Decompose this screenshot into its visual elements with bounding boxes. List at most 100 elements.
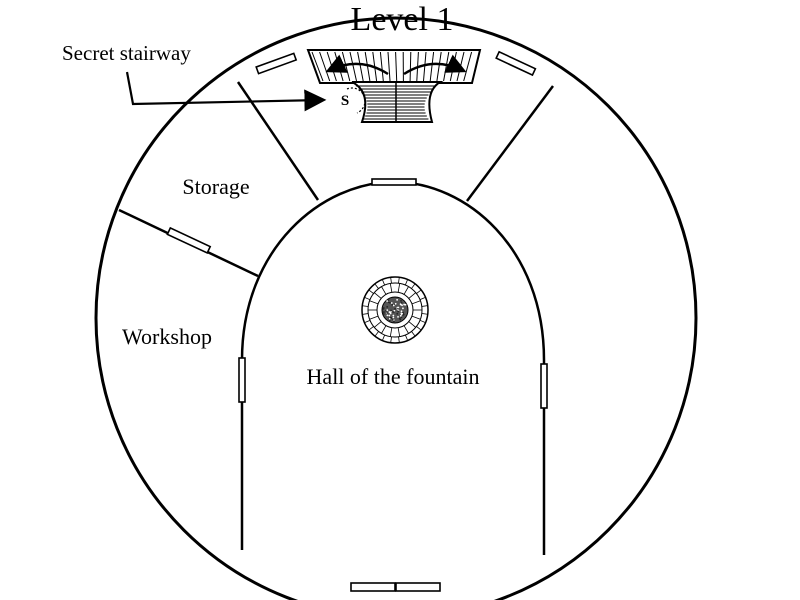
- fountain-water-speckle: [388, 317, 391, 320]
- stair-tread: [387, 51, 391, 82]
- fountain-brick-joint: [374, 321, 382, 328]
- fountain-water-speckle: [393, 320, 395, 323]
- fountain-brick-joint: [369, 315, 379, 320]
- fountain-rim-joint: [390, 336, 392, 343]
- stair-tread: [436, 51, 442, 82]
- fountain-water-speckle: [390, 317, 393, 319]
- fountain-water-speckle: [388, 319, 391, 322]
- stair-arrow-left: [325, 54, 389, 76]
- fountain-water-speckle: [399, 314, 402, 317]
- fountain-water-speckle: [400, 301, 403, 304]
- fountain-rim-joint: [374, 331, 379, 337]
- fountain-water-speckle: [400, 310, 403, 313]
- stair-tread: [423, 51, 427, 82]
- secret-stairway-label: Secret stairway: [62, 41, 191, 65]
- wall-east-room: [465, 85, 555, 202]
- stair-tread: [463, 51, 473, 82]
- outer-wall: [94, 16, 698, 600]
- fountain-rim-joint: [382, 334, 386, 341]
- fountain-rim-joint: [362, 305, 369, 307]
- fountain-rim-joint: [368, 289, 374, 294]
- fountain-brick-joint: [397, 283, 401, 293]
- fountain-water-speckle: [401, 312, 403, 315]
- fountain-water-speckle: [392, 316, 395, 319]
- fountain-water-speckle: [397, 315, 399, 318]
- fountain-water-speckle: [391, 303, 394, 306]
- fountain-water-speckle: [392, 311, 395, 313]
- fountain-brick-joint: [403, 325, 409, 334]
- fountain-rim-joint: [421, 313, 428, 315]
- fountain-water-speckle: [392, 314, 395, 317]
- fountain-rim-joint: [364, 297, 371, 301]
- door-south-right: [395, 582, 441, 592]
- fountain-water-speckle: [386, 305, 389, 308]
- fountain-brick-joint: [389, 327, 393, 337]
- door-south-left: [350, 582, 396, 592]
- fountain-water-speckle: [390, 309, 392, 312]
- fountain-water-speckle: [394, 307, 396, 310]
- secret-stair-arc: [346, 87, 366, 114]
- fountain-water-speckle: [386, 309, 389, 312]
- fountain-water-speckle: [388, 314, 391, 317]
- door-top-right: [495, 50, 537, 77]
- fountain-rim-joint: [368, 326, 374, 331]
- fountain-rim-joint: [374, 283, 379, 289]
- door-hall-west: [238, 357, 246, 403]
- fountain-brick-joint: [389, 283, 393, 293]
- fountain-rim-joint: [404, 279, 408, 286]
- fountain-water-speckle: [382, 313, 385, 315]
- fountain-rim-joint: [416, 289, 422, 294]
- stair-tread: [357, 51, 364, 82]
- fountain-rim-joint: [411, 283, 416, 289]
- fountain-water-speckle: [386, 314, 389, 317]
- fountain-water-speckle: [394, 302, 397, 305]
- fountain-brick-joint: [369, 300, 379, 305]
- fountain-water-speckle: [392, 304, 395, 307]
- fountain-rim-joint: [421, 305, 428, 307]
- grand-stairway: [306, 49, 482, 123]
- fountain-water-speckle: [402, 307, 404, 310]
- fountain-brick-joint: [408, 292, 416, 299]
- door-hall-east: [540, 363, 548, 409]
- fountain-water-speckle: [386, 312, 389, 314]
- fountain-water-speckle: [397, 306, 400, 309]
- fountain-water-speckle: [402, 313, 405, 316]
- fountain-rim-joint: [362, 313, 369, 315]
- fountain-brick-joint: [411, 315, 421, 320]
- stair-tread: [364, 51, 371, 82]
- fountain-water-speckle: [387, 299, 390, 301]
- stair-tread: [319, 51, 331, 82]
- fountain-water-speckle: [389, 312, 392, 315]
- fountain-water-speckle: [387, 301, 390, 304]
- door-hall-top: [371, 178, 417, 186]
- door-top-left: [255, 52, 298, 75]
- stair-tread: [349, 51, 357, 82]
- fountain-water-speckle: [397, 310, 400, 313]
- fountain: [361, 276, 429, 344]
- stair-arrow-right: [403, 54, 467, 76]
- fountain-rim-joint: [364, 319, 371, 324]
- fountain-water-speckle: [388, 301, 391, 304]
- fountain-water-speckle: [386, 300, 389, 302]
- fountain-water-speckle: [396, 312, 399, 315]
- fountain-brick-joint: [381, 286, 387, 295]
- fountain-brick-joint: [403, 286, 409, 295]
- secret-stairway-arrow: [125, 71, 327, 112]
- fountain-brick-joint: [408, 321, 416, 328]
- fountain-water-speckle: [403, 303, 406, 306]
- fountain-rim-joint: [390, 277, 392, 284]
- fountain-water-speckle: [383, 311, 385, 313]
- room-label-storage: Storage: [182, 174, 249, 199]
- fountain-rim-joint: [404, 334, 409, 341]
- fountain-rim-joint: [398, 336, 400, 343]
- fountain-water-speckle: [393, 309, 396, 312]
- fountain-rim-joint: [416, 326, 422, 331]
- fountain-water-speckle: [390, 302, 393, 304]
- fountain-brick-joint: [397, 327, 401, 337]
- fountain-rim-joint: [419, 319, 426, 323]
- fountain-water-speckle: [400, 316, 403, 319]
- room-label-hall: Hall of the fountain: [307, 364, 480, 389]
- fountain-rim-joint: [398, 277, 400, 284]
- fountain-water-speckle: [398, 317, 401, 320]
- room-label-workshop: Workshop: [122, 324, 212, 349]
